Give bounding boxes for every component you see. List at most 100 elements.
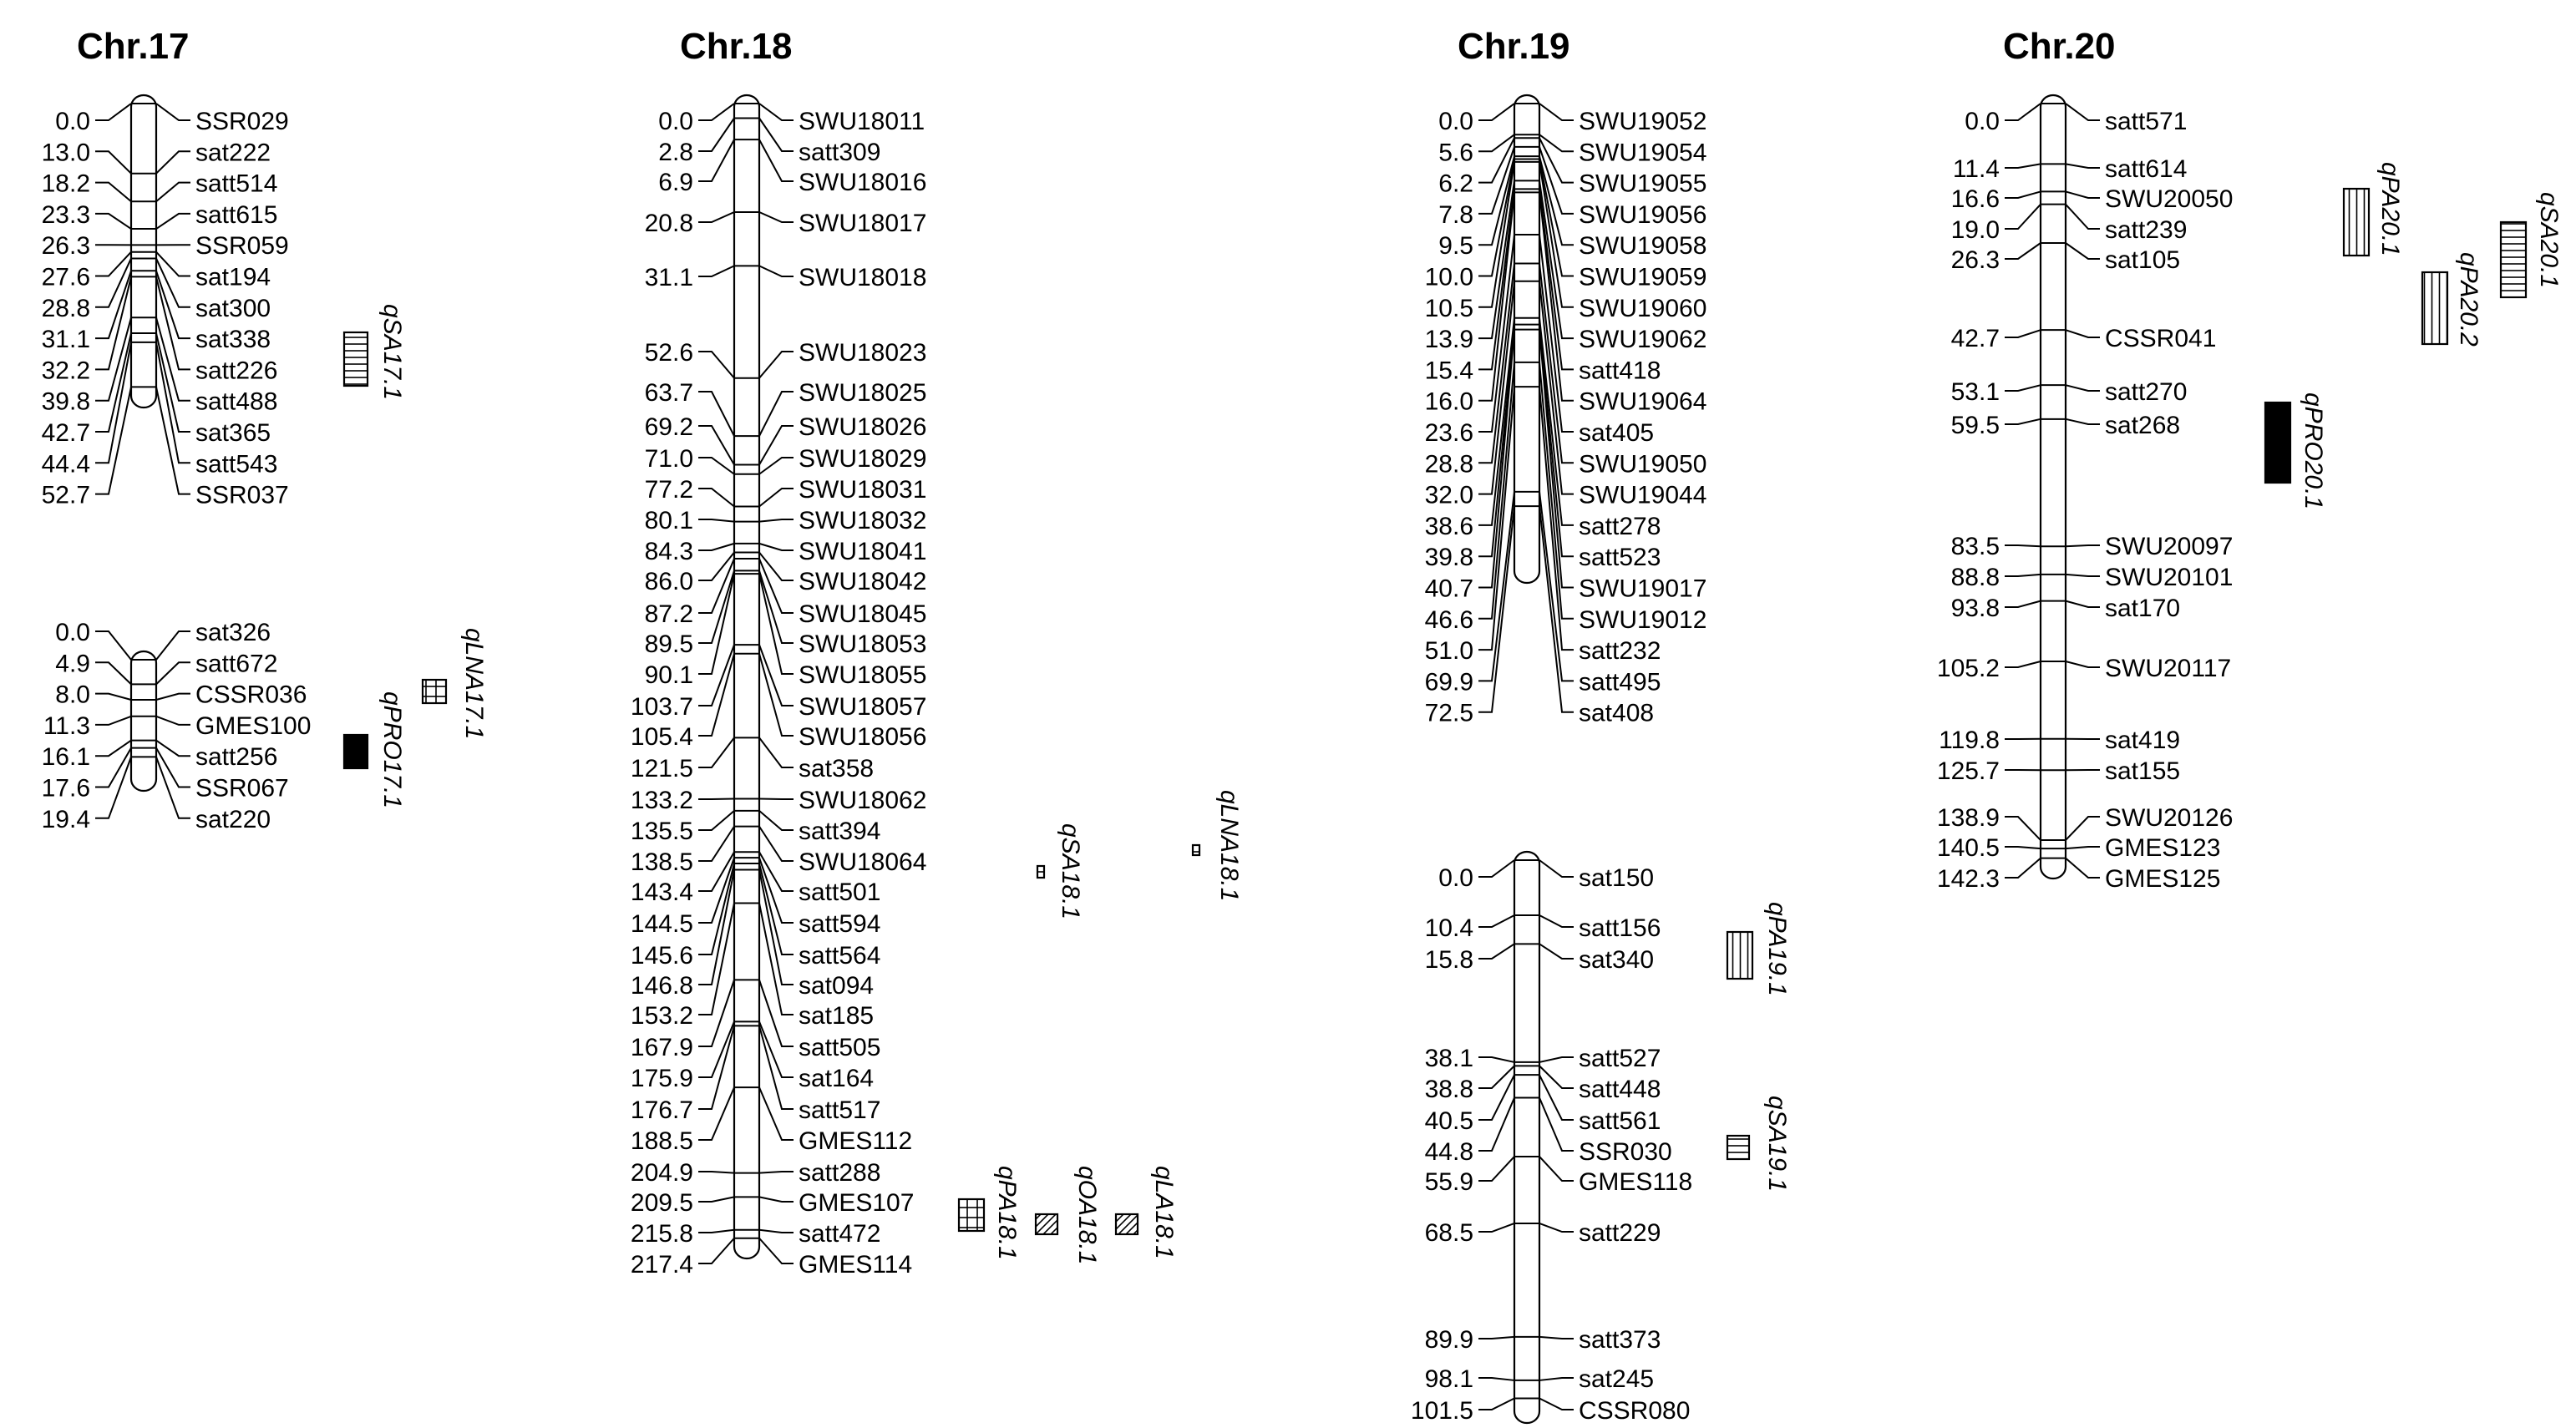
qtl-qLA18.1: qLA18.1 [1114,1166,1178,1259]
position-connector [1478,1065,1515,1089]
marker-name: satt501 [799,879,880,906]
marker-name: SWU18056 [799,723,926,751]
marker-position: 31.1 [42,326,90,353]
marker-position: 80.1 [645,507,693,534]
name-connector [155,692,190,701]
position-connector [2005,661,2041,668]
position-connector [698,653,735,737]
name-connector [1539,103,1574,121]
marker-name: SWU19059 [1579,264,1706,291]
qtl-box [342,331,369,387]
marker-position: 6.2 [1438,170,1473,198]
marker-position: 28.8 [1425,450,1473,478]
marker-name: SWU18055 [799,661,926,689]
position-connector [1478,155,1515,246]
marker-position: 119.8 [1939,727,2000,754]
marker-position: 0.0 [658,108,693,135]
qtl-box [2421,271,2449,346]
marker-name: SWU19056 [1579,201,1706,229]
marker-position: 175.9 [631,1065,693,1092]
marker-position: 217.4 [631,1251,693,1279]
marker-name: sat185 [799,1002,874,1030]
name-connector [1539,1335,1574,1339]
marker-name: sat358 [799,755,874,782]
position-connector [2005,846,2041,850]
marker-name: sat245 [1579,1365,1654,1393]
name-connector [2065,600,2100,608]
position-connector [1478,914,1515,928]
qtl-label: qSA18.1 [1057,823,1084,919]
position-connector [1478,329,1515,589]
name-connector [758,1020,794,1078]
name-connector [1539,943,1574,960]
marker-position: 0.0 [1965,108,2000,135]
position-connector [698,519,735,523]
name-connector [1539,914,1574,928]
marker-position: 32.2 [42,357,90,384]
name-connector [1539,387,1574,651]
name-connector [758,826,794,862]
chromosome-bar [129,650,158,792]
marker-name: SWU19012 [1579,606,1706,634]
marker: 19.4 sat220 [42,756,271,833]
marker-position: 16.1 [42,743,90,771]
qtl-label: qSA20.1 [2535,192,2563,288]
name-connector [1539,146,1574,215]
marker-name: satt226 [195,357,277,384]
position-connector [698,103,735,121]
qtl-label: qLA18.1 [1150,1166,1178,1259]
name-connector [758,425,794,466]
position-connector [698,1196,735,1203]
marker-name: SWU18029 [799,445,926,473]
position-connector [1478,387,1515,651]
marker-position: 68.5 [1425,1219,1473,1247]
name-connector [758,863,794,955]
marker-position: 23.3 [42,201,90,229]
name-connector [1539,1065,1574,1089]
marker-position: 125.7 [1937,757,2000,785]
position-connector [95,181,132,202]
marker-name: SWU18064 [799,848,926,876]
marker-name: satt495 [1579,668,1661,696]
marker-position: 209.5 [631,1189,693,1217]
position-connector [698,798,735,800]
marker-position: 188.5 [631,1127,693,1155]
name-connector [1539,192,1574,402]
name-connector [758,570,794,644]
marker-position: 0.0 [55,619,90,646]
marker-name: sat365 [195,419,271,447]
name-connector [758,573,794,675]
marker-position: 19.4 [42,806,90,833]
chr-18-title: Chr.18 [680,26,793,67]
name-connector [758,1086,794,1141]
name-connector [758,798,794,800]
marker-position: 31.1 [645,264,693,291]
name-connector [758,265,794,277]
position-connector [95,747,132,788]
marker-name: SWU18016 [799,169,926,196]
marker-name: SWU18041 [799,538,926,565]
marker-name: sat094 [799,972,874,1000]
marker-name: sat220 [195,806,271,833]
position-connector [95,251,132,277]
position-connector [95,715,132,726]
qtl-box [2264,401,2292,484]
name-connector [758,1228,794,1233]
name-connector [1539,137,1574,184]
